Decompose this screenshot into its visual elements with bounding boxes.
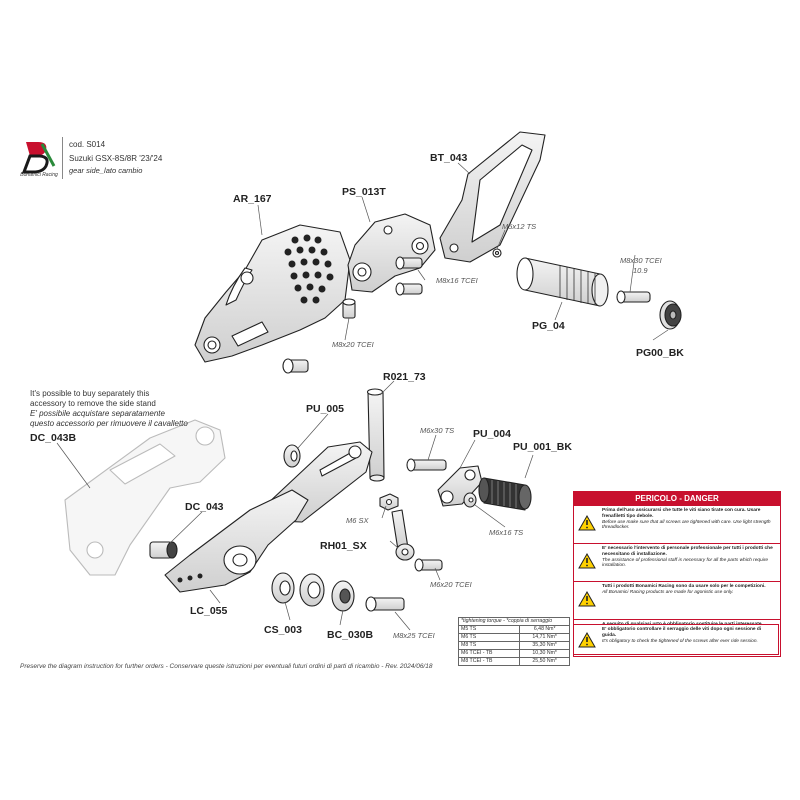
note-it-line1: E' possibile acquistare separatamente <box>30 409 165 418</box>
warning-item: Tutti i prodotti Bonamici Racing sono da… <box>574 581 780 619</box>
torque-value: 6,48 Nm* <box>519 625 570 634</box>
hw-m6sx: M6 SX <box>346 516 369 525</box>
label-lc055: LC_055 <box>190 605 228 617</box>
torque-size: M8 TS <box>457 641 521 650</box>
footer-note: Preserve the diagram instruction for fur… <box>20 663 433 670</box>
label-pu001bk: PU_001_BK <box>513 441 572 453</box>
bearing-cs003 <box>299 573 325 607</box>
bolt-m8x25 <box>365 596 405 612</box>
hw-m8x30-grade: 10.9 <box>633 266 648 275</box>
rod-end-rh01sx <box>391 509 415 561</box>
warning-item: Prima dell'uso assicurarsi che tutte le … <box>574 505 780 543</box>
hw-m8x20: M8x20 TCEI <box>332 340 374 349</box>
warning-triangle-icon <box>578 515 596 531</box>
bushing-dc043 <box>149 541 178 559</box>
torque-value: 25,50 Nm* <box>519 657 570 666</box>
torque-size: M6 TS <box>457 633 521 642</box>
warning-triangle-icon <box>578 553 596 569</box>
label-bc030b: BC_030B <box>327 629 374 641</box>
vehicle-model: Suzuki GSX-8S/8R '23/'24 <box>69 154 163 163</box>
hw-m8x25: M8x25 TCEI <box>393 631 435 640</box>
label-ps013t: PS_013T <box>342 186 386 198</box>
torque-size: M5 TS <box>457 625 521 634</box>
hw-m6x20: M6x20 TCEI <box>430 580 472 589</box>
hw-m6x16: M6x16 TS <box>489 528 524 537</box>
label-dc043: DC_043 <box>185 501 224 513</box>
warning-text-en: Before use make sure that all screws are… <box>602 519 771 531</box>
hw-m8x16: M8x16 TCEI <box>436 276 478 285</box>
hw-m5x12: M5x12 TS <box>502 222 537 231</box>
hw-m8x30: M8x30 TCEI <box>620 256 662 265</box>
warning-triangle-icon <box>578 591 596 607</box>
hw-m6x30: M6x30 TS <box>420 426 455 435</box>
label-r021-73: R021_73 <box>383 371 426 383</box>
screw-m6x16 <box>463 492 477 508</box>
warning-text-it: Prima dell'uso assicurarsi che tutte le … <box>602 508 761 519</box>
label-cs003: CS_003 <box>264 624 302 636</box>
product-code: cod. S014 <box>69 140 106 149</box>
note-it-line2: questo accessorio per rimuovere il caval… <box>30 419 188 428</box>
bonamici-racing-logo: Bonamici Racing <box>20 142 58 178</box>
warning-text-en: It's obligatory to check the tightened o… <box>602 638 758 644</box>
label-pu005: PU_005 <box>306 403 344 415</box>
heel-guard-bt043 <box>439 131 546 263</box>
leader-lines <box>56 162 669 631</box>
side-stand-accessory-dc043b <box>64 419 226 576</box>
peg-cap-pg00bk <box>659 300 682 330</box>
label-bt043: BT_043 <box>430 152 468 164</box>
label-dc043b: DC_043B <box>30 432 77 444</box>
warning-text-en: All Bonamici Racing products are made fo… <box>602 589 734 595</box>
warning-item: E' necessario l'intervento di personale … <box>574 543 780 581</box>
pin-r021-73 <box>366 388 385 482</box>
logo-wordmark: Bonamici Racing <box>20 172 58 178</box>
warning-item: E' obbligatorio controllare il serraggio… <box>573 624 779 655</box>
gear-peg-pu001bk <box>478 477 532 511</box>
lever-arm-lc055 <box>164 489 309 593</box>
warning-text-it: E' obbligatorio controllare il serraggio… <box>602 627 762 638</box>
rearset-plate-ar167 <box>194 224 351 363</box>
warning-text-it: E' necessario l'intervento di personale … <box>602 546 773 557</box>
label-pg04: PG_04 <box>532 320 565 332</box>
spacer-plate-ps013t <box>347 213 436 293</box>
bolt-m8x20 <box>282 298 356 374</box>
side-stand-note: It's possible to buy separately this acc… <box>30 389 188 429</box>
washer-pu005 <box>283 444 301 468</box>
label-ar167: AR_167 <box>233 193 272 205</box>
screw-m5x12 <box>492 248 502 258</box>
bolt-m6x30 <box>406 458 447 472</box>
footpeg-pg04 <box>516 257 609 307</box>
warning-text-it: Tutti i prodotti Bonamici Racing sono da… <box>602 584 766 589</box>
warning-text-en: The assistance of professional staff is … <box>602 557 769 569</box>
spacer-cs003 <box>271 572 295 604</box>
label-pu004: PU_004 <box>473 428 511 440</box>
label-rh01sx: RH01_SX <box>320 540 367 552</box>
nut-m6sx <box>379 493 399 511</box>
torque-value: 35,30 Nm* <box>519 641 570 650</box>
torque-size: M6 TCEI - TB <box>457 649 521 658</box>
bolt-m6x20 <box>414 558 443 572</box>
danger-title: PERICOLO - DANGER <box>574 492 780 505</box>
bushing-bc030b <box>331 580 355 612</box>
note-en-line1: It's possible to buy separately this <box>30 389 150 398</box>
torque-size: M8 TCEI - TB <box>457 657 521 666</box>
header-divider <box>62 137 63 179</box>
note-en-line2: accessory to remove the side stand <box>30 399 156 408</box>
bolt-m8x30 <box>616 290 651 304</box>
torque-table: *tightening torque - *coppia di serraggi… <box>457 617 570 666</box>
label-pg00bk: PG00_BK <box>636 347 684 359</box>
bolts-m8x16 <box>395 256 423 296</box>
side-description: gear side_lato cambio <box>69 166 143 175</box>
torque-value: 10,30 Nm* <box>519 649 570 658</box>
torque-value: 14,71 Nm* <box>519 633 570 642</box>
torque-table-header: *tightening torque - *coppia di serraggi… <box>458 617 570 626</box>
warning-triangle-icon <box>578 632 596 648</box>
